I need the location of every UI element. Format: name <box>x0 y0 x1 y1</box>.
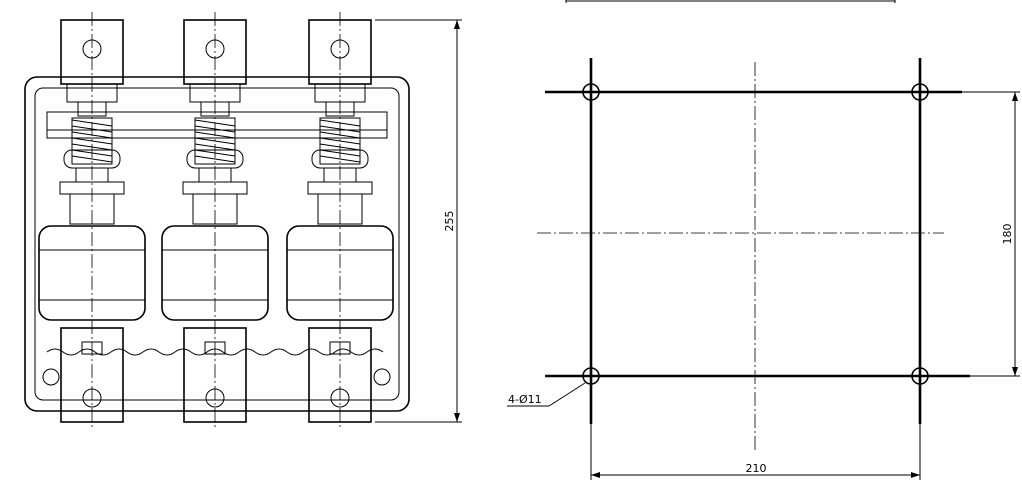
pole-3 <box>286 12 394 430</box>
frame-outline <box>24 76 410 412</box>
dim-overall-height-text: 255 <box>443 211 456 232</box>
frame-hole-left <box>42 368 60 386</box>
mount-hole-bottom-right <box>911 367 929 385</box>
dim-mount-width: 210 <box>590 424 921 480</box>
frame-inner-outline <box>34 87 400 401</box>
dim-overall-height: 255 <box>375 19 462 423</box>
cross-beam <box>46 111 388 139</box>
frame-hole-right <box>373 368 391 386</box>
dim-mount-width-text: 210 <box>746 462 767 475</box>
dim-mount-height: 180 <box>962 91 1020 377</box>
mount-hole-top-right <box>911 83 929 101</box>
hole-callout-text: 4-Ø11 <box>508 393 542 406</box>
pole-2 <box>161 12 269 430</box>
mounting-plan: 180 210 4-Ø11 <box>507 0 1020 480</box>
mount-hole-top-left <box>582 83 600 101</box>
front-view: 255 <box>24 12 462 430</box>
hole-callout: 4-Ø11 <box>507 382 586 407</box>
pole-1 <box>38 12 146 430</box>
mount-hole-bottom-left <box>582 367 600 385</box>
dim-mount-height-text: 180 <box>1001 224 1014 245</box>
